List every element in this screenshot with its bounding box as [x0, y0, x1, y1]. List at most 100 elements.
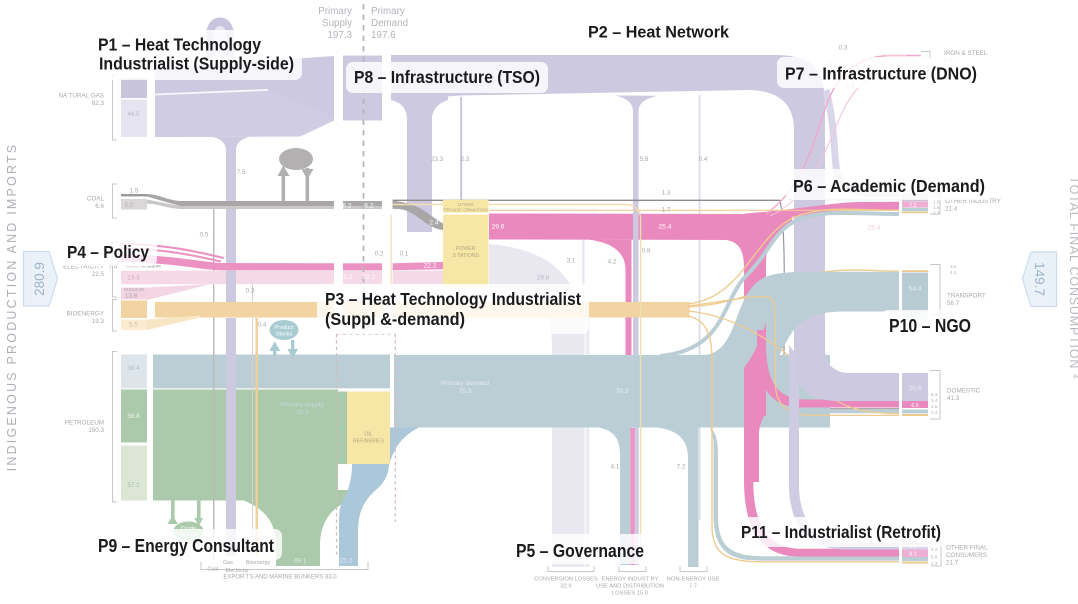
svg-text:8.1: 8.1	[909, 552, 916, 558]
svg-text:21.4: 21.4	[945, 206, 958, 213]
svg-text:Gas: Gas	[223, 560, 233, 566]
svg-text:PETROLEUM: PETROLEUM	[65, 420, 104, 427]
svg-text:1.0: 1.0	[933, 200, 940, 205]
svg-text:P1 – Heat Technology: P1 – Heat Technology	[98, 35, 261, 55]
svg-text:49.1: 49.1	[294, 558, 307, 565]
svg-text:HYDRO WIND &: HYDRO WIND &	[126, 265, 155, 269]
svg-text:TRANSF ORMATION: TRANSF ORMATION	[444, 207, 488, 212]
svg-text:Primary supply: Primary supply	[280, 402, 324, 409]
svg-text:56.7: 56.7	[947, 300, 960, 307]
svg-text:NA TURAL GAS: NA TURAL GAS	[59, 93, 105, 100]
svg-text:22.2: 22.2	[340, 274, 353, 281]
svg-text:S TATIONS: S TATIONS	[452, 253, 479, 259]
svg-text:26.6: 26.6	[909, 385, 922, 392]
svg-text:SOLAR: SOLAR	[148, 265, 161, 269]
svg-text:0.1: 0.1	[400, 251, 409, 258]
svg-text:1.5: 1.5	[130, 188, 139, 195]
svg-text:0.4: 0.4	[699, 156, 708, 163]
svg-text:0.4: 0.4	[258, 322, 267, 329]
svg-text:197.6: 197.6	[371, 30, 396, 41]
svg-text:4.2: 4.2	[931, 547, 938, 552]
svg-text:280.9: 280.9	[32, 262, 47, 296]
svg-text:ELECTRICITY: ELECTRICITY	[63, 264, 105, 271]
svg-text:TOTAL FINAL CONSUMPTION ⁴: TOTAL FINAL CONSUMPTION ⁴	[1067, 176, 1078, 379]
svg-text:CONVERSION LOSSES: CONVERSION LOSSES	[534, 577, 598, 583]
svg-text:57.1: 57.1	[127, 482, 140, 489]
svg-text:P7 – Infrastructure (DNO): P7 – Infrastructure (DNO)	[785, 64, 977, 84]
svg-text:70.3: 70.3	[616, 388, 629, 395]
svg-text:CONSUMERS: CONSUMERS	[946, 552, 987, 559]
svg-text:P6 – Academic (Demand): P6 – Academic (Demand)	[793, 176, 985, 196]
svg-text:6.9: 6.9	[911, 403, 918, 409]
svg-text:P4 – Policy: P4 – Policy	[67, 242, 149, 262]
svg-text:Coal: Coal	[207, 567, 218, 573]
svg-text:5.0: 5.0	[125, 202, 134, 209]
svg-text:6.6: 6.6	[95, 203, 104, 210]
svg-text:22.2: 22.2	[424, 263, 437, 270]
svg-text:4.2: 4.2	[608, 259, 617, 266]
svg-text:2.3: 2.3	[461, 156, 470, 163]
svg-text:7.2: 7.2	[909, 203, 916, 209]
svg-text:Primary: Primary	[371, 6, 405, 17]
svg-text:4.5: 4.5	[933, 205, 940, 210]
svg-text:6.2: 6.2	[364, 203, 373, 210]
svg-text:1.7: 1.7	[662, 207, 671, 214]
svg-text:44.5: 44.5	[127, 111, 140, 118]
svg-text:5.8: 5.8	[931, 555, 938, 560]
svg-text:OTHER: OTHER	[458, 202, 475, 207]
svg-text:TRANSPORT: TRANSPORT	[947, 293, 986, 300]
svg-text:DOMESTIC: DOMESTIC	[947, 388, 981, 395]
svg-text:Bioenergy: Bioenergy	[246, 560, 271, 566]
svg-text:150.3: 150.3	[88, 427, 104, 434]
svg-text:P5 – Governance: P5 – Governance	[516, 541, 644, 561]
svg-text:Stocks: Stocks	[276, 332, 293, 338]
svg-text:149.7: 149.7	[1032, 262, 1047, 296]
svg-text:23.3: 23.3	[431, 156, 444, 163]
svg-text:P3 – Heat Technology Industria: P3 – Heat Technology Industrialist	[325, 289, 581, 309]
svg-text:P8 – Infrastructure (TSO): P8 – Infrastructure (TSO)	[354, 67, 540, 87]
svg-text:P11 – Industrialist (Retrofit): P11 – Industrialist (Retrofit)	[741, 522, 941, 542]
svg-text:8.3: 8.3	[931, 392, 938, 397]
svg-text:22.2: 22.2	[363, 274, 376, 281]
svg-text:1.3: 1.3	[662, 190, 671, 197]
svg-text:COAL: COAL	[87, 196, 105, 203]
svg-text:P10 – NGO: P10 – NGO	[889, 316, 971, 336]
svg-text:13.8: 13.8	[125, 293, 138, 300]
svg-text:21.7: 21.7	[946, 560, 959, 567]
svg-text:2.3: 2.3	[933, 211, 940, 216]
svg-text:EXPOR TS AND MARINE BUNKERS 83: EXPOR TS AND MARINE BUNKERS 83.0	[223, 575, 337, 581]
svg-text:Primary demand: Primary demand	[441, 380, 490, 387]
svg-text:Demand: Demand	[371, 18, 408, 29]
svg-text:2.6: 2.6	[931, 404, 938, 409]
svg-text:0.3: 0.3	[839, 45, 848, 52]
svg-text:29.6: 29.6	[492, 224, 505, 231]
svg-text:22.5: 22.5	[92, 271, 105, 278]
svg-text:0.8: 0.8	[642, 248, 651, 255]
svg-text:0.5: 0.5	[200, 232, 209, 239]
svg-text:197.3: 197.3	[327, 30, 352, 41]
svg-text:25.4: 25.4	[659, 224, 672, 231]
svg-text:32.9: 32.9	[560, 584, 571, 590]
svg-text:BIOENERGY: BIOENERGY	[67, 311, 105, 318]
svg-text:INDIGENOUS PRODUCTION AND IMP: INDIGENOUS PRODUCTION AND IMPORTS	[5, 143, 19, 472]
svg-text:7.2: 7.2	[677, 464, 686, 471]
svg-text:3.1: 3.1	[567, 258, 576, 265]
svg-text:(Suppl &-demand): (Suppl &-demand)	[325, 309, 465, 329]
svg-text:P2 – Heat Network: P2 – Heat Network	[588, 23, 730, 42]
svg-text:7.4: 7.4	[109, 264, 118, 271]
svg-text:OIL: OIL	[364, 432, 372, 438]
svg-text:NUCLEAR: NUCLEAR	[124, 287, 144, 292]
svg-text:REFINERIES: REFINERIES	[353, 439, 385, 445]
svg-text:56.8: 56.8	[127, 413, 140, 420]
svg-text:7.7: 7.7	[689, 584, 697, 590]
svg-text:29.8: 29.8	[537, 275, 550, 282]
svg-text:USE AND DISTRIBUTION: USE AND DISTRIBUTION	[596, 584, 664, 590]
svg-text:6.2: 6.2	[342, 203, 351, 210]
svg-text:13.3: 13.3	[127, 275, 140, 282]
svg-text:4.2: 4.2	[950, 270, 957, 275]
svg-text:1.3: 1.3	[931, 561, 938, 566]
svg-text:54.4: 54.4	[909, 286, 922, 293]
svg-text:25.2: 25.2	[340, 558, 353, 565]
svg-text:5.5: 5.5	[129, 322, 138, 329]
svg-text:36.4: 36.4	[127, 365, 140, 372]
